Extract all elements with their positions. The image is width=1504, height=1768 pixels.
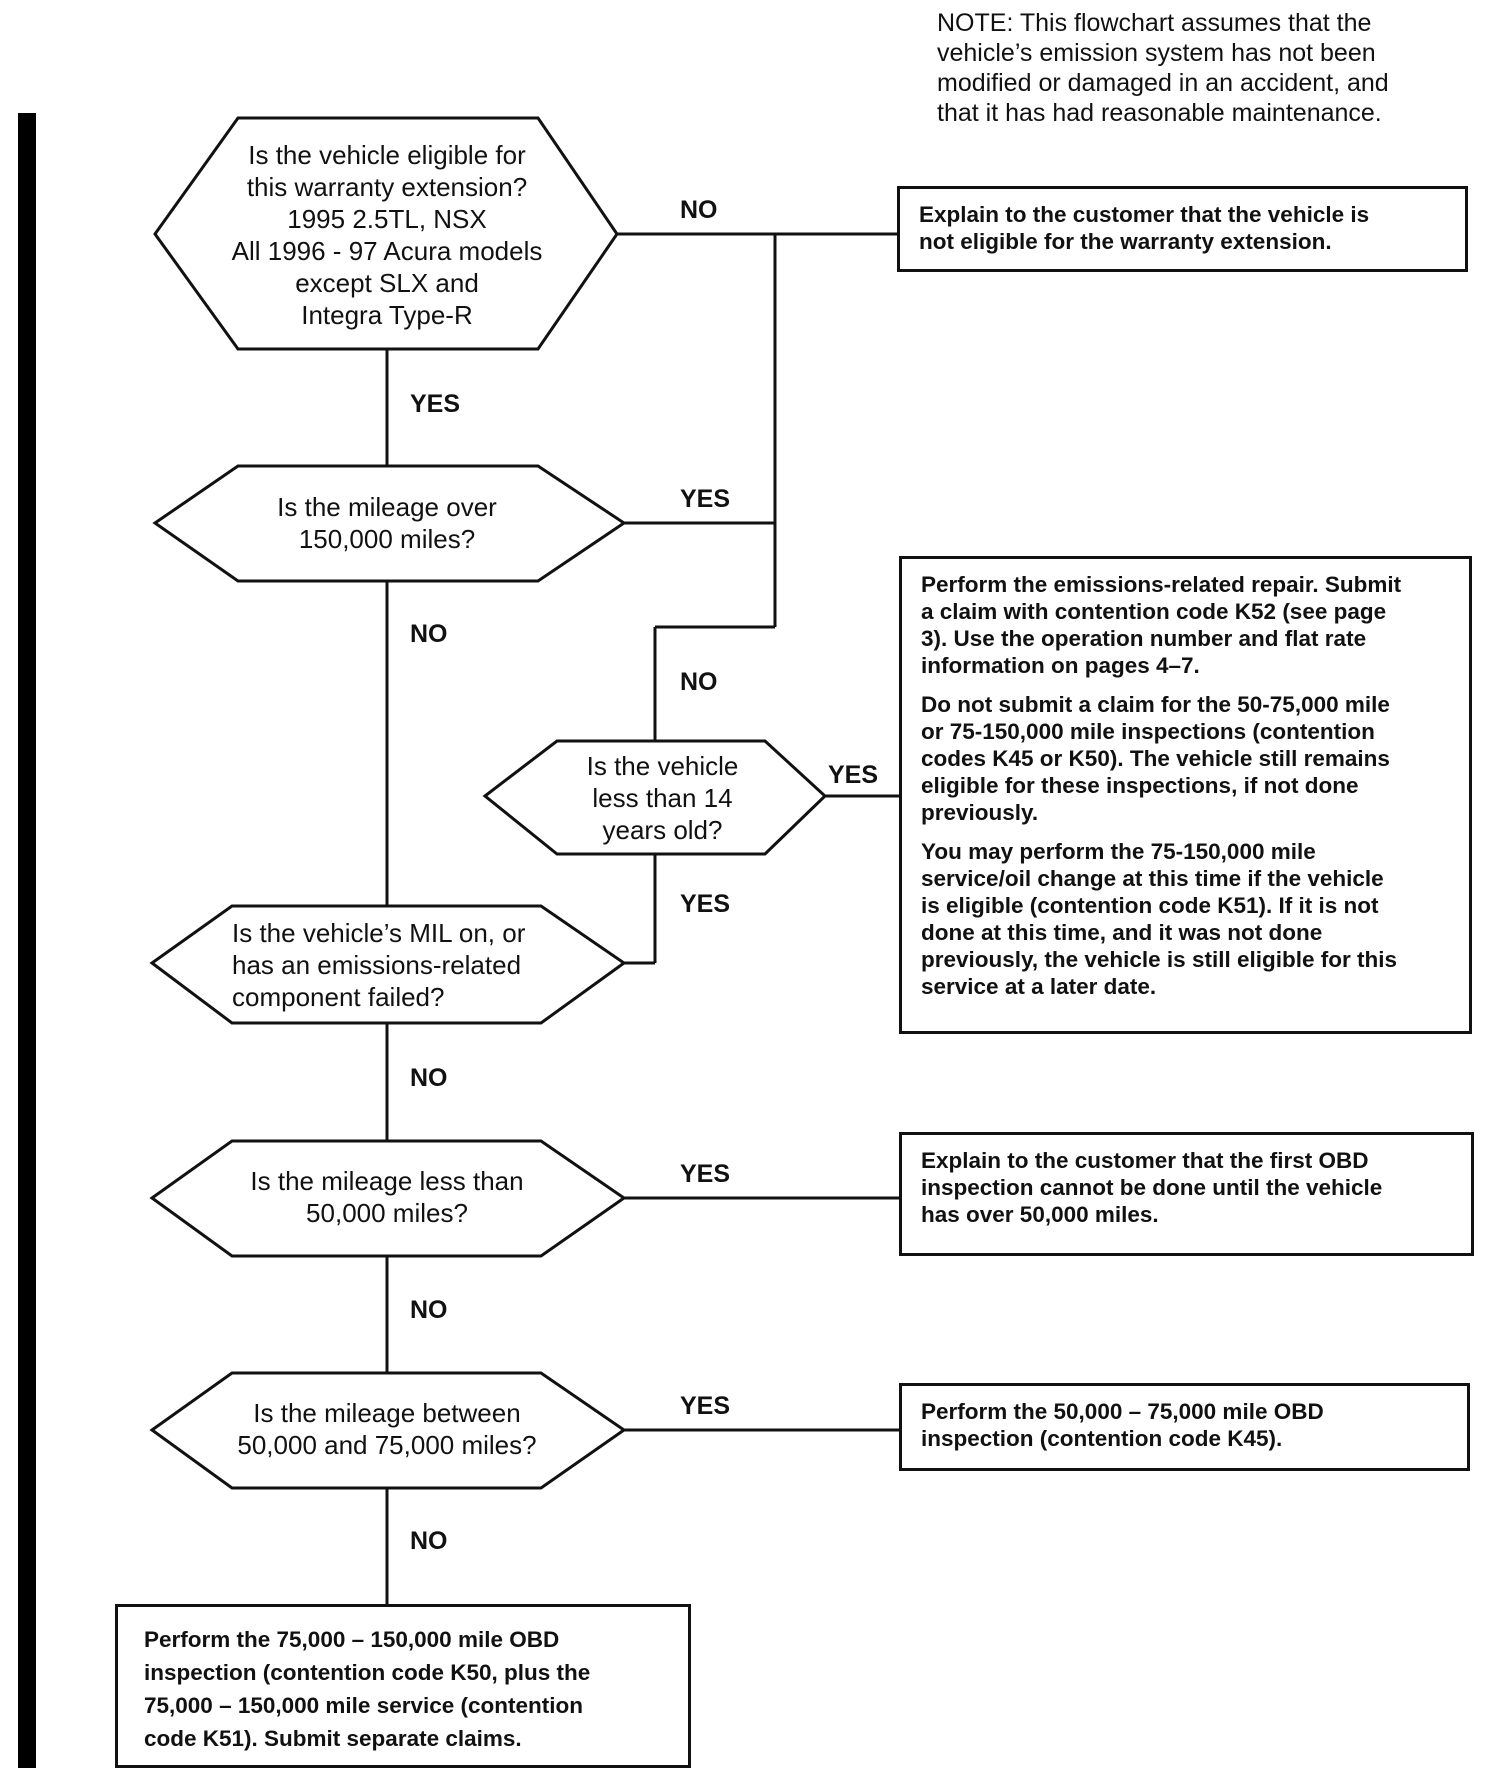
repair-paragraph: Perform the emissions-related repair. Su… <box>921 571 1455 679</box>
decision-text: less than 14 <box>592 783 733 813</box>
edge-label-eligible-yes: YES <box>410 390 461 418</box>
action-text: inspection (contention code K50, plus th… <box>144 1660 591 1685</box>
repair-paragraph: Do not submit a claim for the 50-75,000 … <box>921 691 1455 826</box>
edge-label-mil-no: NO <box>410 1064 448 1092</box>
edge-label-age14-yes: YES <box>828 761 879 789</box>
repair-paragraph: You may perform the 75-150,000 mile serv… <box>921 838 1455 1000</box>
action-text: done at this time, and it was not done <box>921 920 1323 945</box>
action-text: Explain to the customer that the first O… <box>921 1148 1369 1173</box>
decision-text: All 1996 - 97 Acura models <box>231 236 543 266</box>
edge-label-age14-no: NO <box>680 668 718 696</box>
decision-mil: Is the vehicle’s MIL on, or has an emiss… <box>232 916 552 1014</box>
decision-eligible: Is the vehicle eligible for this warrant… <box>190 130 584 340</box>
action-text: has over 50,000 miles. <box>921 1202 1159 1227</box>
note-line: NOTE: This flowchart assumes that the <box>937 9 1372 37</box>
action-text: Perform the emissions-related repair. Su… <box>921 572 1402 597</box>
decision-text: this warranty extension? <box>246 172 528 202</box>
margin-bar <box>18 113 36 1768</box>
decision-text: 1995 2.5TL, NSX <box>287 204 487 234</box>
action-text: previously, the vehicle is still eligibl… <box>921 947 1397 972</box>
edge-label-over150k-no: NO <box>410 620 448 648</box>
edge-label-under50k-yes: YES <box>680 1160 731 1188</box>
decision-over150k: Is the mileage over 150,000 miles? <box>190 478 584 568</box>
decision-under50k: Is the mileage less than 50,000 miles? <box>190 1152 584 1242</box>
action-text: information on pages 4–7. <box>921 653 1200 678</box>
flowchart-note: NOTE: This flowchart assumes that the ve… <box>937 8 1389 128</box>
note-line: that it has had reasonable maintenance. <box>937 99 1382 127</box>
action-text: codes K45 or K50). The vehicle still rem… <box>921 746 1390 771</box>
edge-label-over150k-yes: YES <box>680 485 731 513</box>
note-line: vehicle’s emission system has not been <box>937 39 1376 67</box>
decision-text: 50,000 miles? <box>306 1198 468 1228</box>
decision-text: Is the vehicle’s MIL on, or <box>232 918 526 948</box>
action-text: You may perform the 75-150,000 mile <box>921 839 1316 864</box>
action-text: service at a later date. <box>921 974 1157 999</box>
decision-text: Is the mileage between <box>253 1398 521 1428</box>
action-not-eligible: Explain to the customer that the vehicle… <box>897 186 1468 272</box>
action-obd-50-75: Perform the 50,000 – 75,000 mile OBD ins… <box>899 1383 1470 1471</box>
action-text: code K51). Submit separate claims. <box>144 1726 522 1751</box>
note-line: modified or damaged in an accident, and <box>937 69 1389 97</box>
decision-text: Is the mileage over <box>277 492 497 522</box>
edge-label-eligible-no: NO <box>680 196 718 224</box>
action-text: eligible for these inspections, if not d… <box>921 773 1359 798</box>
decision-text: years old? <box>602 815 723 845</box>
edge-label-under50k-no: NO <box>410 1296 448 1324</box>
action-text: inspection cannot be done until the vehi… <box>921 1175 1383 1200</box>
decision-text: Integra Type-R <box>301 300 473 330</box>
action-text: not eligible for the warranty extension. <box>919 229 1332 254</box>
decision-text: Is the mileage less than <box>250 1166 524 1196</box>
decision-text: except SLX and <box>295 268 479 298</box>
action-text: 75,000 – 150,000 mile service (contentio… <box>144 1693 583 1718</box>
action-text: Explain to the customer that the vehicle… <box>919 202 1370 227</box>
action-text: Perform the 50,000 – 75,000 mile OBD <box>921 1399 1324 1424</box>
decision-text: Is the vehicle <box>586 751 739 781</box>
action-text: Perform the 75,000 – 150,000 mile OBD <box>144 1627 560 1652</box>
action-first-obd: Explain to the customer that the first O… <box>899 1132 1474 1256</box>
decision-text: 50,000 and 75,000 miles? <box>237 1430 537 1460</box>
decision-text: 150,000 miles? <box>298 524 476 554</box>
action-emissions-repair: Perform the emissions-related repair. Su… <box>899 556 1472 1034</box>
decision-between: Is the mileage between 50,000 and 75,000… <box>190 1384 584 1474</box>
decision-age14: Is the vehicle less than 14 years old? <box>540 748 785 848</box>
action-text: a claim with contention code K52 (see pa… <box>921 599 1387 624</box>
action-text: is eligible (contention code K51). If it… <box>921 893 1379 918</box>
decision-text: component failed? <box>232 982 445 1012</box>
edge-label-between-yes: YES <box>680 1392 731 1420</box>
action-text: inspection (contention code K45). <box>921 1426 1283 1451</box>
decision-text: Is the vehicle eligible for <box>248 140 526 170</box>
action-text: Do not submit a claim for the 50-75,000 … <box>921 692 1390 717</box>
action-obd-75-150: Perform the 75,000 – 150,000 mile OBD in… <box>115 1604 691 1768</box>
action-text: or 75-150,000 mile inspections (contenti… <box>921 719 1375 744</box>
edge-label-mil-yes: YES <box>680 890 731 918</box>
action-text: service/oil change at this time if the v… <box>921 866 1384 891</box>
action-text: previously. <box>921 800 1039 825</box>
action-text: 3). Use the operation number and flat ra… <box>921 626 1367 651</box>
edge-label-between-no: NO <box>410 1527 448 1555</box>
decision-text: has an emissions-related <box>232 950 522 980</box>
